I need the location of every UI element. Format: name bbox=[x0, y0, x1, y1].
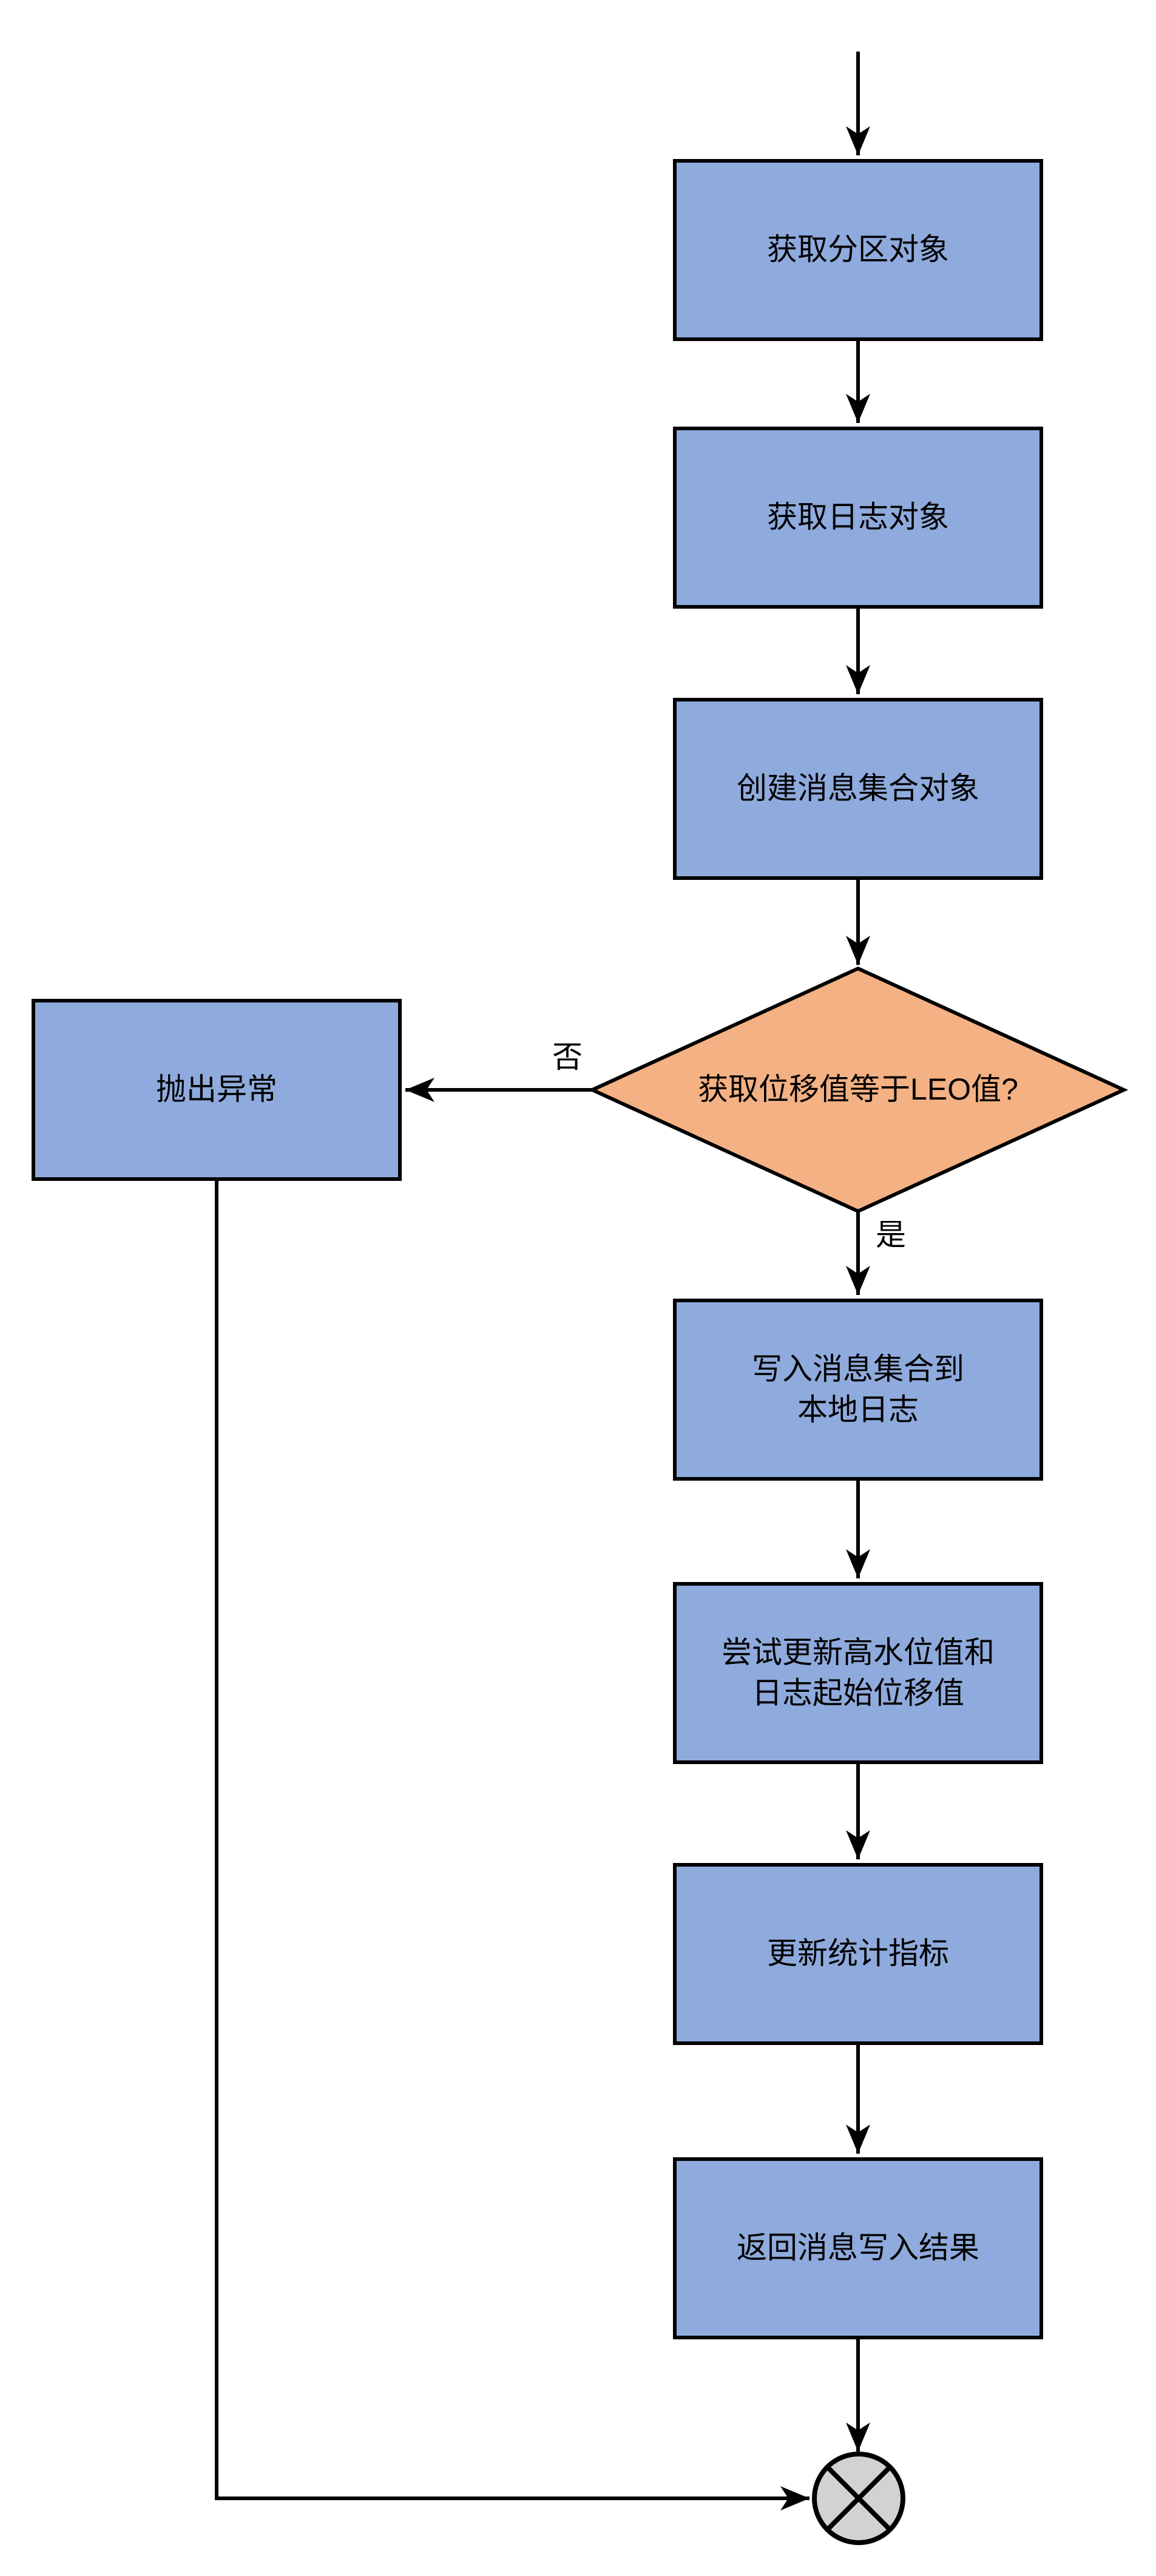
edge-throw-exception-to-end bbox=[215, 1181, 810, 2510]
node-get-partition-label: 获取分区对象 bbox=[767, 232, 949, 267]
end-node-cross-icon bbox=[826, 2466, 891, 2530]
node-create-message-set-label: 创建消息集合对象 bbox=[737, 771, 979, 806]
node-return-result-label: 返回消息写入结果 bbox=[737, 2231, 979, 2265]
node-throw-exception: 抛出异常 bbox=[32, 999, 402, 1181]
end-node bbox=[812, 2452, 905, 2545]
decision-diamond-shape bbox=[587, 966, 1129, 1214]
node-get-partition: 获取分区对象 bbox=[673, 159, 1043, 341]
node-update-hw-lso-label: 尝试更新高水位值和 日志起始位移值 bbox=[722, 1635, 995, 1711]
node-get-log: 获取日志对象 bbox=[673, 427, 1043, 609]
node-write-message-set-label: 写入消息集合到 本地日志 bbox=[752, 1351, 964, 1427]
edge-label-no: 否 bbox=[552, 1040, 583, 1074]
node-throw-exception-label: 抛出异常 bbox=[156, 1072, 277, 1107]
node-get-log-label: 获取日志对象 bbox=[767, 500, 949, 535]
node-create-message-set: 创建消息集合对象 bbox=[673, 698, 1043, 880]
node-update-stats-label: 更新统计指标 bbox=[767, 1936, 949, 1971]
node-decision-label: 获取位移值等于LEO值? bbox=[698, 1072, 1018, 1107]
node-write-message-set: 写入消息集合到 本地日志 bbox=[673, 1299, 1043, 1481]
node-update-stats: 更新统计指标 bbox=[673, 1863, 1043, 2045]
node-update-hw-lso: 尝试更新高水位值和 日志起始位移值 bbox=[673, 1582, 1043, 1764]
edge-label-yes: 是 bbox=[876, 1218, 906, 1252]
node-decision-label-wrap: 获取位移值等于LEO值? bbox=[615, 1060, 1101, 1120]
node-return-result: 返回消息写入结果 bbox=[673, 2157, 1043, 2339]
